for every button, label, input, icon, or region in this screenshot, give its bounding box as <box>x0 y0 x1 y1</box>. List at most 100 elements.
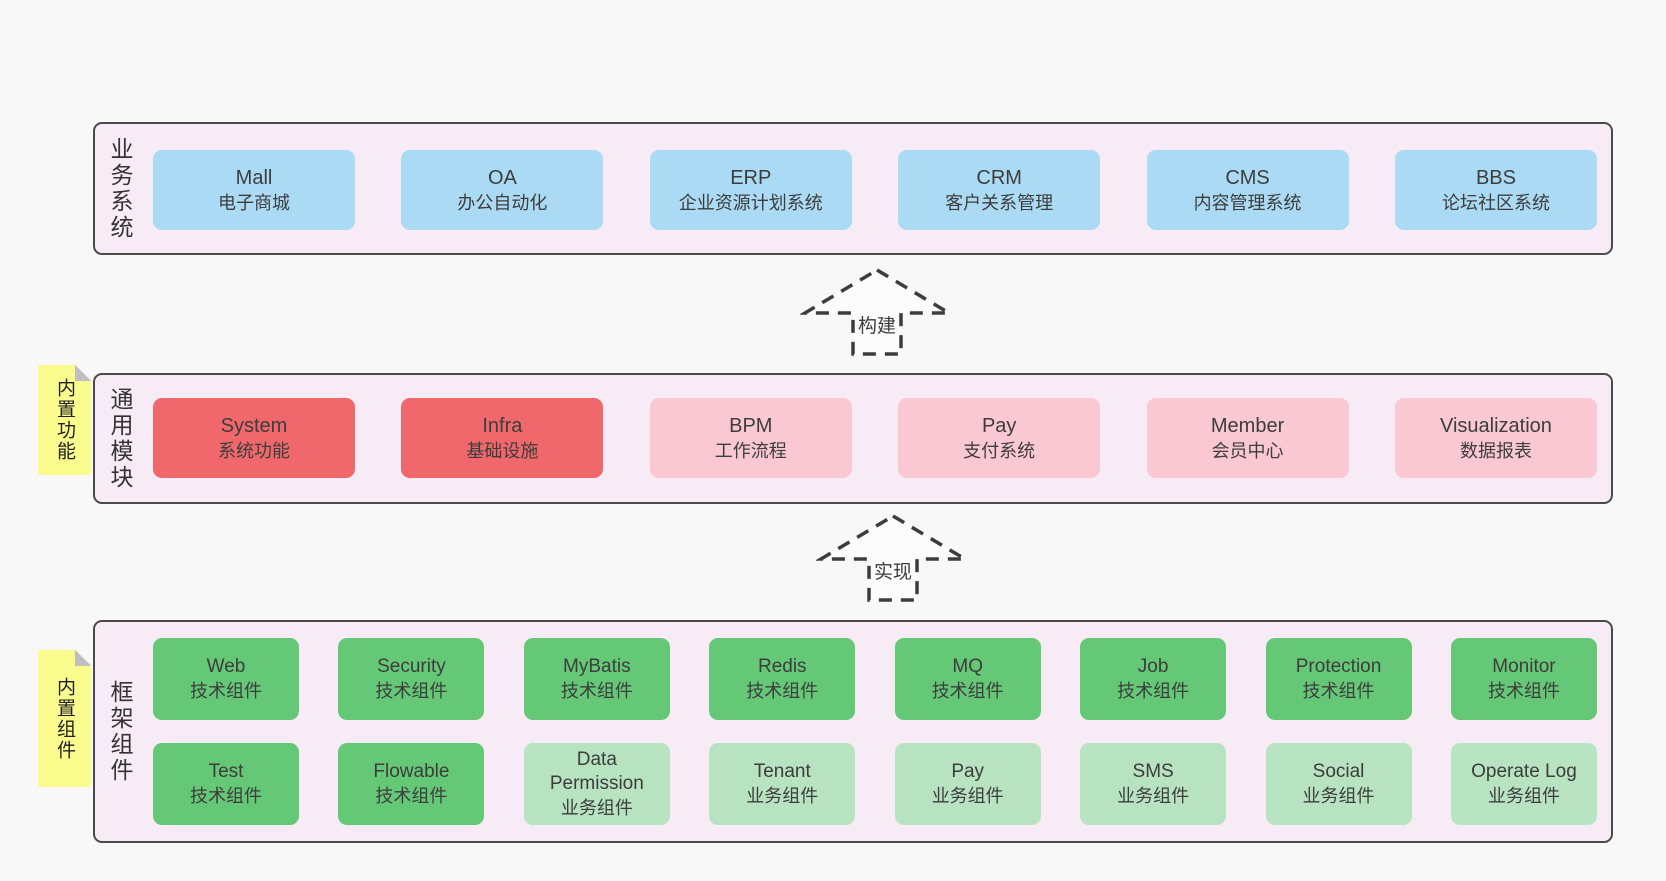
note-builtin-features: 内置功能 <box>38 365 91 475</box>
components-box-row-1: Web 技术组件 Security 技术组件 MyBatis 技术组件 Redi… <box>153 638 1597 720</box>
box-title: Operate Log <box>1471 761 1577 782</box>
box-title: Monitor <box>1492 656 1556 677</box>
box-title: Mall <box>235 166 273 189</box>
box-title: Redis <box>757 656 807 677</box>
layer-label-business: 业务系统 <box>107 136 133 241</box>
box-title: Security <box>377 656 446 677</box>
box-social: Social 业务组件 <box>1265 743 1412 825</box>
folded-corner-icon <box>75 365 91 381</box>
layer-business-systems: 业务系统 Mall 电子商城 OA 办公自动化 ERP 企业资源计划系统 CRM… <box>93 122 1613 255</box>
box-subtitle: 业务组件 <box>1487 786 1560 806</box>
box-redis: Redis 技术组件 <box>709 638 856 720</box>
box-subtitle: 业务组件 <box>560 798 633 818</box>
box-web: Web 技术组件 <box>153 638 299 720</box>
box-title: MQ <box>952 656 983 677</box>
box-protection: Protection 技术组件 <box>1265 638 1412 720</box>
modules-box-row: System 系统功能 Infra 基础设施 BPM 工作流程 Pay 支付系统… <box>153 398 1597 478</box>
box-subtitle: 电子商城 <box>218 192 290 213</box>
box-operate-log: Operate Log 业务组件 <box>1450 743 1597 825</box>
box-subtitle: 工作流程 <box>714 440 787 461</box>
box-flowable: Flowable 技术组件 <box>338 743 485 825</box>
box-subtitle: 业务组件 <box>931 786 1004 806</box>
arrow-implement: 实现 <box>816 513 970 603</box>
box-title: OA <box>487 166 517 189</box>
box-title: Data Permission <box>549 749 644 794</box>
box-subtitle: 客户关系管理 <box>945 192 1054 213</box>
box-title: ERP <box>730 166 772 189</box>
box-title: CMS <box>1225 166 1270 189</box>
box-title: BBS <box>1475 166 1516 189</box>
box-cms: CMS 内容管理系统 <box>1146 150 1349 230</box>
box-subtitle: 基础设施 <box>466 440 539 461</box>
box-subtitle: 办公自动化 <box>457 192 548 213</box>
box-subtitle: 业务组件 <box>746 786 819 806</box>
arrow-up-icon <box>800 267 954 356</box>
box-subtitle: 技术组件 <box>1117 681 1190 701</box>
layer-common-modules: 通用模块 System 系统功能 Infra 基础设施 BPM 工作流程 Pay… <box>93 373 1613 504</box>
box-subtitle: 论坛社区系统 <box>1441 192 1550 213</box>
box-subtitle: 技术组件 <box>560 681 633 701</box>
arrow-build-label: 构建 <box>855 316 898 337</box>
box-security: Security 技术组件 <box>338 638 485 720</box>
box-subtitle: 内容管理系统 <box>1193 192 1302 213</box>
arrow-up-icon <box>816 513 970 602</box>
box-title: BPM <box>729 414 773 437</box>
box-subtitle: 会员中心 <box>1211 440 1284 461</box>
box-data-permission: Data Permission 业务组件 <box>523 743 670 825</box>
box-subtitle: 技术组件 <box>375 786 448 806</box>
box-infra: Infra 基础设施 <box>401 398 604 478</box>
note-text: 内置功能 <box>54 378 75 462</box>
box-subtitle: 数据报表 <box>1459 440 1532 461</box>
box-title: Infra <box>482 414 523 437</box>
box-sms: SMS 业务组件 <box>1080 743 1227 825</box>
box-subtitle: 技术组件 <box>190 681 262 701</box>
box-title: Job <box>1137 656 1169 677</box>
box-title: Tenant <box>753 761 811 782</box>
layer-label-components: 框架组件 <box>107 679 133 784</box>
box-pay: Pay 支付系统 <box>898 398 1101 478</box>
box-title: Pay <box>981 414 1017 437</box>
box-subtitle: 业务组件 <box>1117 786 1190 806</box>
note-builtin-components: 内置组件 <box>38 650 91 787</box>
box-member: Member 会员中心 <box>1146 398 1349 478</box>
box-title: SMS <box>1132 761 1174 782</box>
box-job: Job 技术组件 <box>1080 638 1227 720</box>
layer-label-modules: 通用模块 <box>107 386 133 491</box>
box-title: Visualization <box>1439 414 1552 437</box>
box-title: Web <box>206 656 246 677</box>
box-subtitle: 支付系统 <box>963 440 1036 461</box>
note-text: 内置组件 <box>54 676 75 761</box>
box-title: Member <box>1210 414 1285 437</box>
box-subtitle: 业务组件 <box>1302 786 1375 806</box>
box-subtitle: 技术组件 <box>190 786 262 806</box>
box-mq: MQ 技术组件 <box>894 638 1041 720</box>
box-test: Test 技术组件 <box>153 743 299 825</box>
box-erp: ERP 企业资源计划系统 <box>649 150 852 230</box>
box-bpm: BPM 工作流程 <box>649 398 852 478</box>
box-title: CRM <box>976 166 1022 189</box>
components-box-row-2: Test 技术组件 Flowable 技术组件 Data Permission … <box>153 743 1597 825</box>
box-title: Social <box>1312 761 1365 782</box>
box-subtitle: 技术组件 <box>375 681 448 701</box>
box-subtitle: 技术组件 <box>746 681 819 701</box>
arrow-build: 构建 <box>800 267 954 357</box>
box-subtitle: 系统功能 <box>218 440 290 461</box>
box-bbs: BBS 论坛社区系统 <box>1394 150 1597 230</box>
business-box-row: Mall 电子商城 OA 办公自动化 ERP 企业资源计划系统 CRM 客户关系… <box>153 150 1597 230</box>
box-subtitle: 技术组件 <box>931 681 1004 701</box>
box-subtitle: 技术组件 <box>1302 681 1375 701</box>
box-pay-biz: Pay 业务组件 <box>894 743 1041 825</box>
box-title: Pay <box>951 761 985 782</box>
box-title: Protection <box>1295 656 1382 677</box>
box-title: MyBatis <box>563 656 631 677</box>
box-tenant: Tenant 业务组件 <box>709 743 856 825</box>
box-subtitle: 企业资源计划系统 <box>678 192 823 213</box>
layer-framework-components: 框架组件 Web 技术组件 Security 技术组件 MyBatis 技术组件… <box>93 620 1613 843</box>
box-title: System <box>220 414 288 437</box>
box-crm: CRM 客户关系管理 <box>898 150 1101 230</box>
box-mall: Mall 电子商城 <box>153 150 355 230</box>
box-mybatis: MyBatis 技术组件 <box>523 638 670 720</box>
arrow-implement-label: 实现 <box>871 562 914 583</box>
folded-corner-icon <box>75 650 91 666</box>
box-system: System 系统功能 <box>153 398 355 478</box>
